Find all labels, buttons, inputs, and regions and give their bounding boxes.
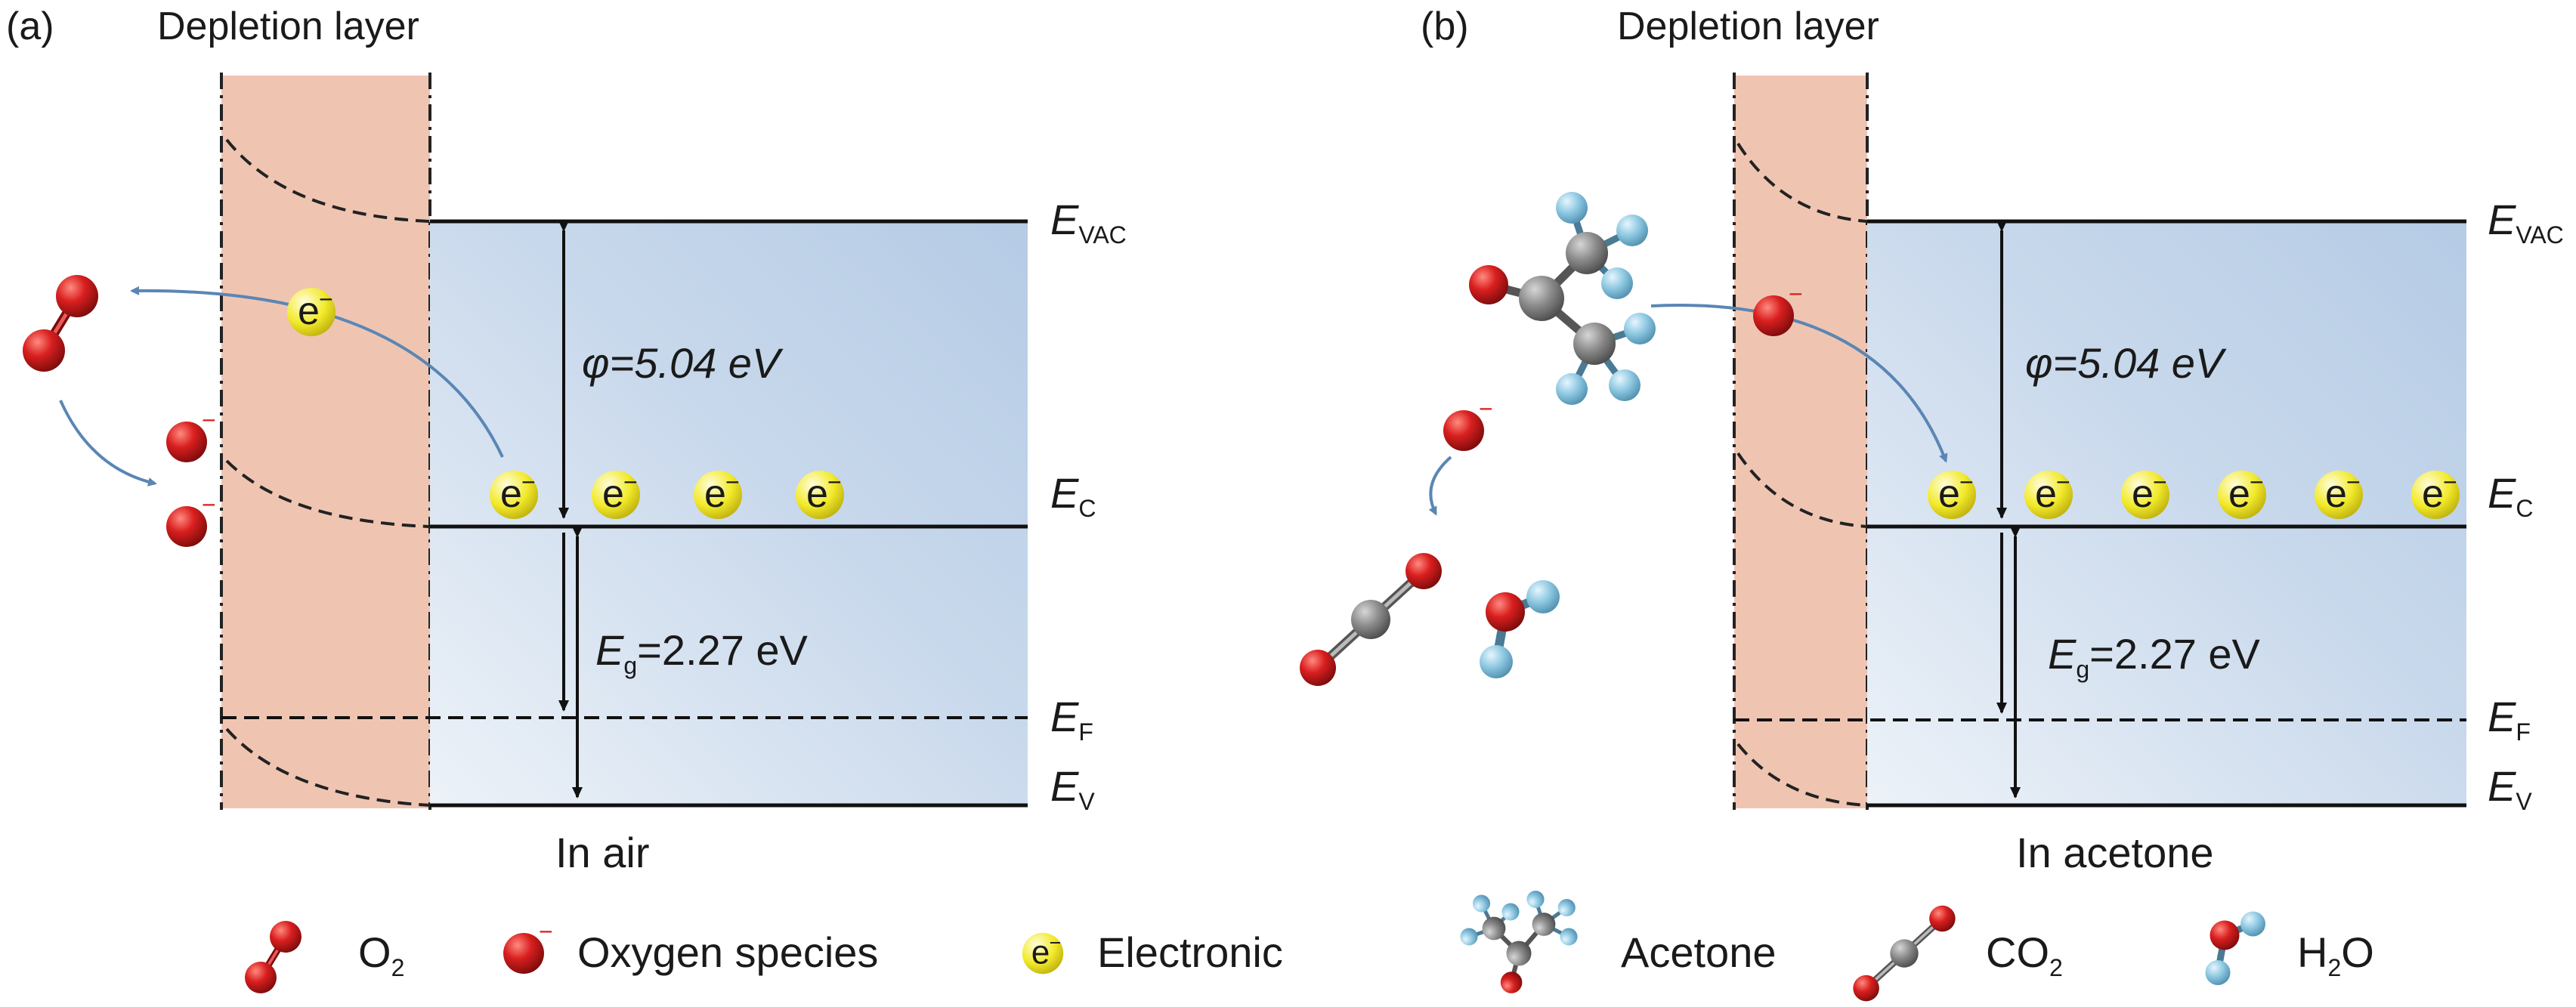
legend-co2-label: CO2 (1986, 928, 2063, 981)
panel-b-bandgap: Eg=2.27 eV (2048, 630, 2261, 683)
panel-b-acetone-molecule (1469, 192, 1656, 405)
panel-b-depletion-layer (1734, 76, 1867, 808)
panel-a-electron-charge: − (725, 468, 740, 496)
panel-b-c-bending (1736, 452, 1868, 528)
svg-text:−: − (1789, 280, 1803, 307)
legend-h2o-label: H2O (2297, 928, 2374, 981)
panel-b-evac-label: EVAC (2488, 196, 2564, 249)
panel-b-electron-symbol: e (2228, 472, 2250, 516)
panel-b-electron-6: e− (2411, 468, 2460, 519)
panel-a-oxygen-ion-2: − (166, 491, 216, 547)
panel-b-ev-label: EV (2488, 762, 2532, 815)
panel-a-electron-4: e− (796, 468, 844, 519)
legend-electron-icon: e − (1022, 931, 1064, 975)
panel-b-electron-symbol: e (2132, 472, 2154, 516)
svg-text:−: − (319, 286, 333, 313)
panel-a-ef-label: EF (1050, 693, 1093, 746)
svg-text:−: − (1050, 931, 1062, 954)
panel-b-electron-charge: − (2056, 468, 2070, 496)
svg-text:−: − (202, 406, 216, 434)
panel-b-depletion-label: Depletion layer (1617, 5, 1879, 48)
panel-a-electron-charge: − (521, 468, 536, 496)
panel-a-electron-symbol: e (500, 472, 522, 516)
panel-b-letter: (b) (1421, 5, 1469, 48)
panel-b-oxygen-ion-reacting: − (1443, 395, 1493, 451)
legend: O2 − Oxygen species e − Electronic Aceto… (245, 891, 2374, 1001)
panel-b-electron-symbol: e (2325, 472, 2347, 516)
panel-b-vac-bending (1736, 142, 1868, 223)
panel-b-electron-charge: − (2153, 468, 2167, 496)
panel-b-electron-2: e− (2024, 468, 2073, 519)
panel-b-electron-symbol: e (1938, 472, 1960, 516)
panel-b-electron-symbol: e (2035, 472, 2057, 516)
legend-o2-label: O2 (358, 928, 404, 981)
panel-b-oxygen-ion-surface: − (1753, 280, 1803, 336)
panel-b-electron-charge: − (1959, 468, 1974, 496)
legend-h2o-icon (2206, 912, 2266, 986)
panel-b-electrons: e−e−e−e−e−e− (1928, 468, 2460, 519)
panel-b-release-arrow (1650, 304, 1948, 463)
panel-b-electron-charge: − (2443, 468, 2457, 496)
panel-b-ef-label: EF (2488, 693, 2531, 746)
panel-b-electron-charge: − (2346, 468, 2361, 496)
panel-b-electron-5: e− (2315, 468, 2363, 519)
panel-a-work-function: φ=5.04 eV (582, 339, 784, 387)
panel-b-condition: In acetone (2016, 829, 2214, 876)
panel-b-work-function: φ=5.04 eV (2025, 339, 2227, 387)
panel-a-condition: In air (555, 829, 650, 876)
panel-a-depletion-label: Depletion layer (157, 5, 419, 48)
panel-a-letter: (a) (6, 5, 54, 48)
panel-b-electron-charge: − (2250, 468, 2264, 496)
panel-a-electron-2: e− (592, 468, 640, 519)
panel-b-electron-1: e− (1928, 468, 1976, 519)
panel-a-bandgap: Eg=2.27 eV (595, 626, 809, 679)
panel-a-evac-label: EVAC (1050, 196, 1127, 249)
panel-a: (a) Depletion layer EVAC EC EF EV (6, 5, 1127, 876)
panel-a-transfer-electron: e − (287, 286, 336, 336)
legend-oxygen-species-label: Oxygen species (577, 928, 878, 976)
panel-a-adsorption-arrow (59, 400, 157, 487)
svg-text:e: e (1031, 934, 1050, 971)
panel-b-ec-label: EC (2488, 469, 2533, 522)
legend-co2-icon (1853, 906, 1955, 1002)
legend-acetone-label: Acetone (1621, 928, 1777, 976)
panel-a-electron-charge: − (827, 468, 842, 496)
panel-a-ec-label: EC (1050, 469, 1096, 522)
panel-a-electrons: e−e−e−e− (490, 468, 844, 519)
panel-a-ev-label: EV (1050, 762, 1095, 815)
panel-b-electron-3: e− (2121, 468, 2169, 519)
panel-a-v-bending (225, 727, 431, 807)
panel-a-electron-charge: − (623, 468, 638, 496)
panel-a-o2-molecule (23, 275, 98, 372)
panel-b-electron-symbol: e (2422, 472, 2444, 516)
panel-a-electron-3: e− (694, 468, 742, 519)
legend-o2-icon (245, 921, 302, 993)
panel-a-oxygen-ion-1: − (166, 406, 216, 462)
panel-a-depletion-layer (221, 76, 430, 808)
panel-b-h2o-molecule (1480, 580, 1560, 678)
legend-acetone-icon (1460, 891, 1577, 993)
svg-text:−: − (1479, 395, 1493, 422)
panel-a-electron-1: e− (490, 468, 538, 519)
svg-text:−: − (539, 918, 553, 945)
panel-b-electron-4: e− (2218, 468, 2266, 519)
panel-b-band-region (1867, 221, 2466, 806)
panel-a-electron-symbol: e (806, 472, 828, 516)
panel-b: (b) Depletion layer EVAC EC EF EV φ=5.04… (1300, 5, 2564, 876)
panel-b-v-bending (1736, 743, 1868, 807)
legend-electronic-label: Electronic (1097, 928, 1283, 976)
svg-text:e: e (298, 289, 320, 333)
panel-a-vac-bending (225, 138, 431, 223)
panel-a-electron-transfer-arrow (130, 286, 504, 458)
panel-a-c-bending (225, 459, 431, 528)
panel-a-electron-symbol: e (602, 472, 624, 516)
panel-a-electron-symbol: e (704, 472, 726, 516)
legend-oxygen-species-icon: − (503, 918, 553, 974)
svg-text:−: − (202, 491, 216, 518)
panel-b-co2-molecule (1300, 553, 1442, 686)
panel-b-product-arrow (1428, 456, 1452, 516)
